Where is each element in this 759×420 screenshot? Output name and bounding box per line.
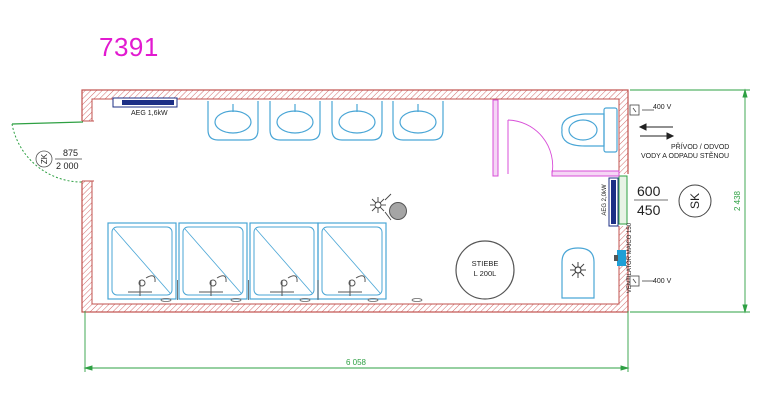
shower-cubicle: [178, 222, 248, 300]
wall-heater-side: AEG 2,0kW: [602, 177, 619, 227]
power-connection-top: 400 V: [629, 104, 672, 116]
water-connection-arrows: [638, 123, 675, 140]
wash-basins: [207, 101, 444, 141]
boiler-label-line2: L 200L: [474, 269, 497, 278]
power-top-label: 400 V: [653, 104, 672, 111]
power-connection-bottom: 400 V: [629, 275, 672, 287]
wash-basin: [269, 101, 321, 141]
shower-dividers: [177, 280, 319, 300]
boiler-label-line1: STIEBE: [472, 259, 499, 268]
heater-top-label: AEG 1,6kW: [131, 110, 168, 117]
ventilator: VENTILATOR MAICO 150: [614, 222, 633, 293]
width-dimension: [83, 311, 630, 372]
entry-door: ZK 875 2 000: [11, 121, 84, 183]
plan-title: 7391: [99, 32, 159, 62]
floor-basin: [561, 247, 595, 299]
window-height-label: 450: [637, 202, 661, 218]
water-note-line1: PŘÍVOD / ODVOD: [671, 142, 729, 151]
heater-side-label: AEG 2,0kW: [602, 184, 608, 216]
ventilator-label: VENTILATOR MAICO 150: [627, 222, 633, 293]
wall-heater-top: AEG 1,6kW: [112, 97, 178, 117]
wash-basin: [207, 101, 259, 141]
window-type-label: SK: [688, 193, 702, 209]
height-dimension: [630, 88, 750, 314]
height-dimension-label: 2 438: [733, 190, 742, 211]
wash-basin: [392, 101, 444, 141]
shower-cubicle: [317, 222, 387, 300]
shower-cubicles: [107, 222, 387, 300]
shower-cubicle: [107, 222, 177, 300]
door-height-label: 2 000: [56, 161, 79, 171]
power-bottom-label: 400 V: [653, 278, 672, 285]
wc-partition: [492, 99, 620, 177]
ceiling-light: [370, 193, 407, 221]
water-note-line2: VODY A ODPADU STĚNOU: [641, 151, 729, 160]
floor-drains: [160, 298, 423, 302]
svg-text:VENTILATOR MAICO 150: VENTILATOR MAICO 150: [627, 222, 633, 293]
window-width-label: 600: [637, 183, 661, 199]
toilet: [561, 107, 618, 153]
door-tag-circle: [35, 150, 53, 168]
water-boiler: STIEBE L 200L: [455, 240, 515, 300]
container-walls: [81, 89, 629, 313]
door-width-label: 875: [63, 148, 78, 158]
width-dimension-label: 6 058: [346, 358, 367, 367]
window-marker: 600 450 SK: [634, 183, 712, 218]
door-type-label: ZK: [40, 153, 49, 164]
wash-basin: [331, 101, 383, 141]
